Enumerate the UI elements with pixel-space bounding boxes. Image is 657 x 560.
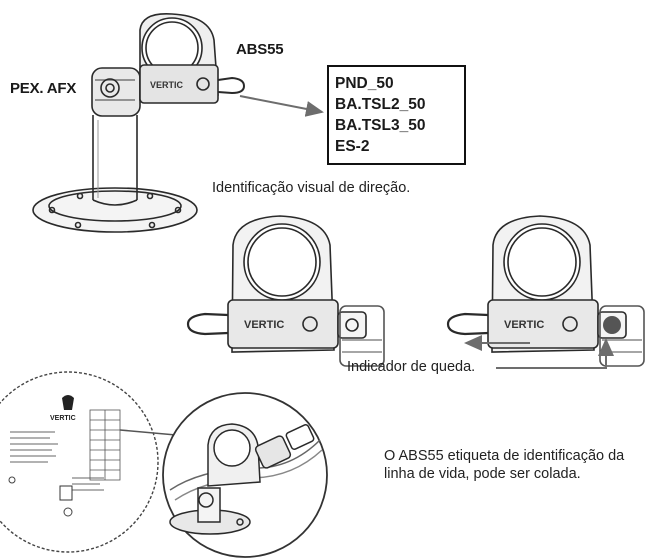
tag-brand-text: VERTIC	[50, 415, 76, 422]
abs55-unit-right: VERTIC	[446, 215, 645, 367]
tag-caption-line2: linha de vida, pode ser colada.	[384, 466, 581, 482]
code-item: BA.TSL3_50	[335, 117, 426, 134]
fall-indicator-dot	[603, 316, 621, 334]
abs55-label: ABS55	[236, 41, 284, 58]
code-item: ES-2	[335, 138, 370, 155]
tag-caption-line1: O ABS55 etiqueta de identificação da	[384, 448, 625, 464]
svg-text:VERTIC: VERTIC	[504, 319, 544, 331]
code-item: PND_50	[335, 75, 394, 92]
code-item: BA.TSL2_50	[335, 96, 426, 113]
svg-text:VERTIC: VERTIC	[150, 80, 184, 90]
compatible-codes-box: PND_50 BA.TSL2_50 BA.TSL3_50 ES-2	[327, 65, 466, 165]
magnified-detail	[162, 392, 328, 558]
pex-afx-post-assembly: VERTIC	[32, 13, 246, 233]
fall-indicator-leader	[496, 338, 614, 369]
identification-tag: VERTIC	[0, 371, 159, 553]
abs55-unit-left: VERTIC	[186, 215, 385, 367]
direction-caption: Identificação visual de direção.	[212, 180, 411, 196]
svg-text:VERTIC: VERTIC	[244, 319, 284, 331]
pointer-arrow-codes	[239, 95, 324, 117]
pex-afx-label: PEX. AFX	[10, 80, 77, 97]
fall-indicator-caption: Indicador de queda.	[347, 359, 476, 375]
